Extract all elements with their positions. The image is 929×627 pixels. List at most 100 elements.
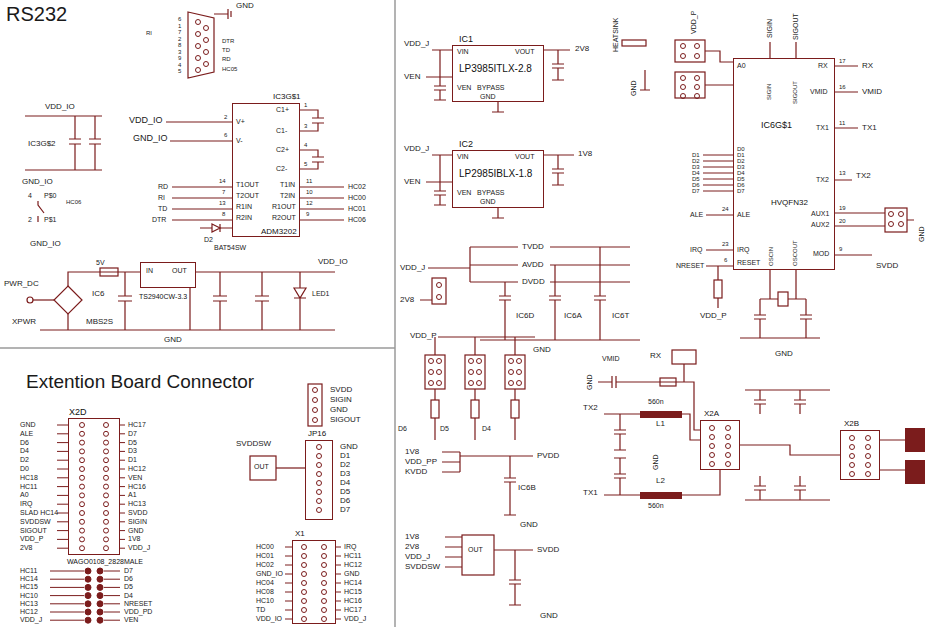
pin-line [50,595,84,596]
pin [695,76,700,81]
signal-label: 8 [222,211,225,217]
pin [726,462,731,467]
wire [604,458,720,495]
wire [166,122,232,220]
pin [97,593,103,599]
pin-line [285,556,292,557]
signal-label: A0 [20,491,29,498]
signal-label: VDD_J [404,40,429,48]
pin [429,370,434,375]
pin [469,359,474,364]
signal-label: Extention Board Connector [26,372,254,391]
signal-label: OUT [254,463,269,470]
wire [188,12,214,78]
wire [0,347,395,349]
pin [302,590,307,595]
pin [710,462,715,467]
signal-label: VDD_PP [405,458,437,466]
pin-line [336,583,341,584]
pin-line [120,469,125,470]
pin [97,617,103,623]
signal-label: HC15 [344,588,362,595]
signal-label: HC01 [256,552,274,559]
pin [726,435,731,440]
pin [710,444,715,449]
signal-label: D3 [128,447,137,454]
pin [302,599,307,604]
signal-label: HC05 [222,66,237,72]
pin [317,472,322,477]
signal-label: D5 [737,176,745,182]
signal-label: 1V8 [405,448,419,456]
signal-label: NRESET [124,600,152,607]
component-symbol [905,460,925,484]
pin [104,502,109,507]
part-name: X1 [295,530,305,538]
signal-label: 2V8 [400,296,414,304]
signal-label: 2 [224,114,227,120]
wire [604,414,700,450]
signal-label: D2 [204,236,213,243]
pin-line [57,442,68,443]
signal-label: C1- [276,127,287,134]
signal-label: VMID [602,355,620,362]
signal-label: VDD_J [128,544,150,551]
pin [80,528,85,533]
signal-label: 11 [839,120,845,126]
signal-label: LED1 [312,290,330,297]
signal-label: RD [222,56,231,62]
pin-line [57,469,68,470]
component-symbol [425,355,445,389]
pin [695,85,700,90]
signal-label: HC18 [20,474,38,481]
signal-label: SIGIN [766,84,772,100]
signal-label: 6 [178,16,181,22]
pin [866,445,871,450]
pin-line [336,610,341,611]
pin [104,440,109,445]
wire [200,224,232,232]
signal-label: GND [344,570,360,577]
signal-label: GND [164,336,182,344]
wire [300,150,324,169]
pin [104,511,109,516]
pin [302,563,307,568]
signal-label: GND_IO [133,134,168,143]
component-symbol [640,492,682,499]
signal-label: T1OUT [236,181,259,188]
signal-label: D1 [692,152,700,158]
signal-label: GND [652,454,659,470]
pin-line [57,433,68,434]
pin [85,601,91,607]
signal-label: D1 [737,152,745,158]
wire [445,537,533,605]
pin-line [285,619,292,620]
signal-label: D2 [20,456,29,463]
component-symbol [675,40,705,62]
wire [880,440,905,470]
wire [598,364,700,430]
signal-label: GND [340,443,358,451]
signal-label: V+ [236,118,245,125]
pin [322,572,327,577]
signal-label: HC06 [66,199,81,205]
pin [517,370,522,375]
signal-label: TX1 [583,489,598,497]
signal-label: HEATSINK [612,18,619,53]
pin [889,222,894,227]
signal-label: PVDD [537,452,559,460]
pin [80,449,85,454]
signal-label: HC14 [20,575,38,582]
pin [317,499,322,504]
signal-label: D3 [737,164,745,170]
pin [104,467,109,472]
pin-line [104,579,120,580]
pin [322,617,327,622]
signal-label: GND [630,80,637,96]
signal-label: NRESET [676,262,704,269]
signal-label: D6 [398,425,407,432]
wires-and-symbols [25,9,914,605]
pin-line [336,601,341,602]
component-box: JP16 [305,440,333,520]
pin-line [285,547,292,548]
